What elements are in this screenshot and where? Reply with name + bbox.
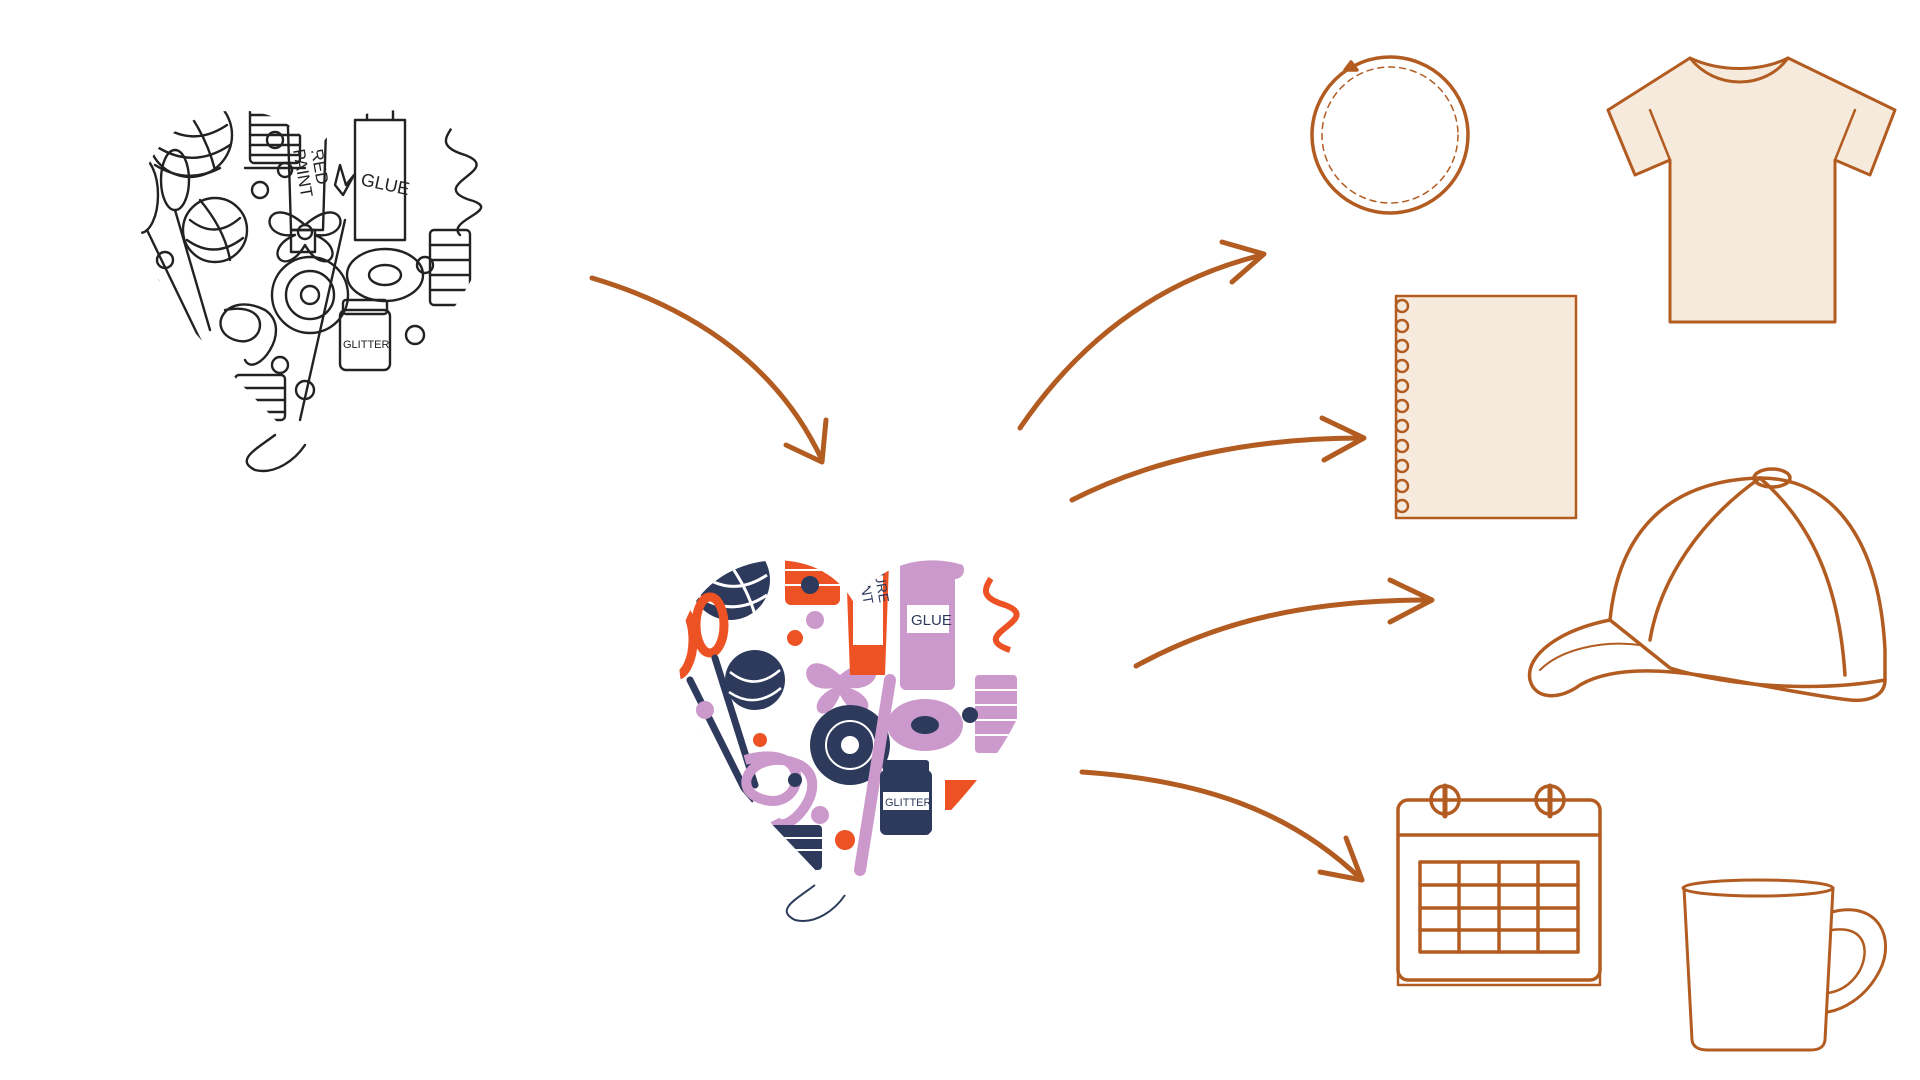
spiral-notebook-icon [1394,294,1578,520]
sketch-heart-artwork: RED PAINT GLUE [138,110,483,473]
arrow-to-hoop [1017,239,1267,431]
color-glitter-label: GLITTER [885,797,932,809]
baseball-cap-icon [1527,467,1887,703]
sketch-glitter-label: GLITTER [343,339,390,351]
embroidery-hoop-icon [1310,55,1470,215]
flower-icon [810,705,890,785]
paint-tube-icon: RED PAINT [285,110,332,254]
thread-spool-icon [785,560,840,605]
arrow-to-notebook [1069,415,1367,503]
sketch-glue-label: GLUE [359,169,411,199]
color-tube-label-2: PAINT [854,563,877,606]
scissors-icon [138,148,212,352]
glitter-jar-icon: GLITTER [338,298,392,372]
glue-bottle-icon: GLUE [353,110,411,242]
color-glue-label: GLUE [911,612,952,629]
arrow-sketch-to-color [589,275,829,465]
bow-icon [806,662,877,714]
yarn-ball-icon [146,110,234,179]
arrow-to-cap [1133,577,1435,669]
paint-tube-icon: PURE PAINT [845,560,893,675]
glitter-jar-icon: GLITTER [880,760,932,835]
t-shirt-icon [1606,56,1897,324]
mug-icon [1681,878,1888,1052]
flower-icon [270,255,350,335]
arrow-to-calendar [1079,769,1365,883]
glue-bottle-icon: GLUE [900,560,955,690]
scissors-icon [678,592,729,681]
colored-heart-artwork: PURE PAINT GLUE [678,560,1020,922]
calendar-icon [1396,783,1602,987]
bow-icon [268,211,342,263]
